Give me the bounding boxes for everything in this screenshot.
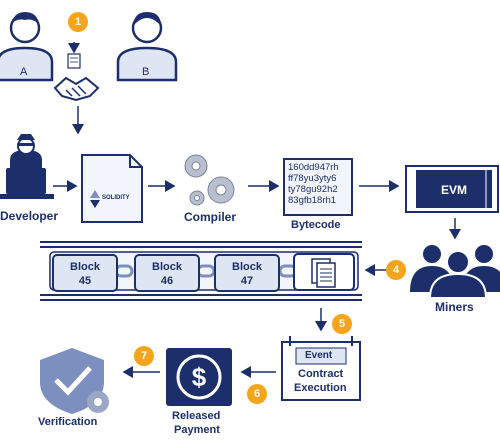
bytecode-line: 160dd947rh <box>288 162 339 173</box>
block-title: Block <box>232 261 262 273</box>
person-a-icon <box>0 12 54 82</box>
developer-label: Developer <box>0 209 59 223</box>
evm-icon <box>405 165 499 213</box>
miners-label: Miners <box>435 300 474 314</box>
blockchain-rail <box>40 241 362 301</box>
handshake-icon <box>53 76 100 102</box>
step-4-badge: 4 <box>386 260 406 280</box>
bytecode-label: Bytecode <box>291 219 341 231</box>
block-46: Block 46 <box>134 254 200 292</box>
verification-label: Verification <box>38 416 98 428</box>
bytecode-line: ty78gu92h2 <box>288 184 338 195</box>
party-b-label: B <box>142 66 150 78</box>
payment-icon: $ <box>166 348 232 406</box>
party-a-label: A <box>20 66 28 78</box>
developer-icon <box>0 134 54 199</box>
miners-icon <box>410 245 500 299</box>
released-payment-label-1: Released <box>172 410 221 422</box>
compiler-label: Compiler <box>184 210 237 224</box>
svg-text:$: $ <box>192 362 207 392</box>
block-number: 46 <box>160 275 174 287</box>
released-payment-label-2: Payment <box>174 424 220 436</box>
solidity-file-icon <box>81 154 143 223</box>
block-title: Block <box>152 261 182 273</box>
bytecode-line: 83gfb18rh1 <box>288 195 337 206</box>
contract-doc-icon <box>67 53 81 69</box>
evm-label: EVM <box>441 183 468 197</box>
gears-icon <box>184 154 235 206</box>
block-number: 45 <box>78 275 92 287</box>
block-title: Block <box>70 261 100 273</box>
document-icon <box>293 253 355 291</box>
step-6-badge: 6 <box>247 384 267 404</box>
solidity-label: SOLIDITY <box>102 195 130 201</box>
bytecode-box: 160dd947rh ff78yu3yty6 ty78gu92h2 83gfb1… <box>283 158 353 216</box>
step-5-badge: 5 <box>332 314 352 334</box>
block-number: 47 <box>240 275 254 287</box>
step-1-badge: 1 <box>68 12 88 32</box>
contract-execution-label-2: Execution <box>294 382 347 394</box>
block-45: Block 45 <box>52 254 118 292</box>
step-7-badge: 7 <box>134 346 154 366</box>
block-47: Block 47 <box>214 254 280 292</box>
person-b-icon <box>116 12 178 82</box>
bytecode-line: ff78yu3yty6 <box>288 173 337 184</box>
verification-shield-icon <box>40 348 109 414</box>
event-label: Event <box>305 350 333 361</box>
contract-execution-box <box>281 336 361 401</box>
contract-execution-label-1: Contract <box>298 368 344 380</box>
